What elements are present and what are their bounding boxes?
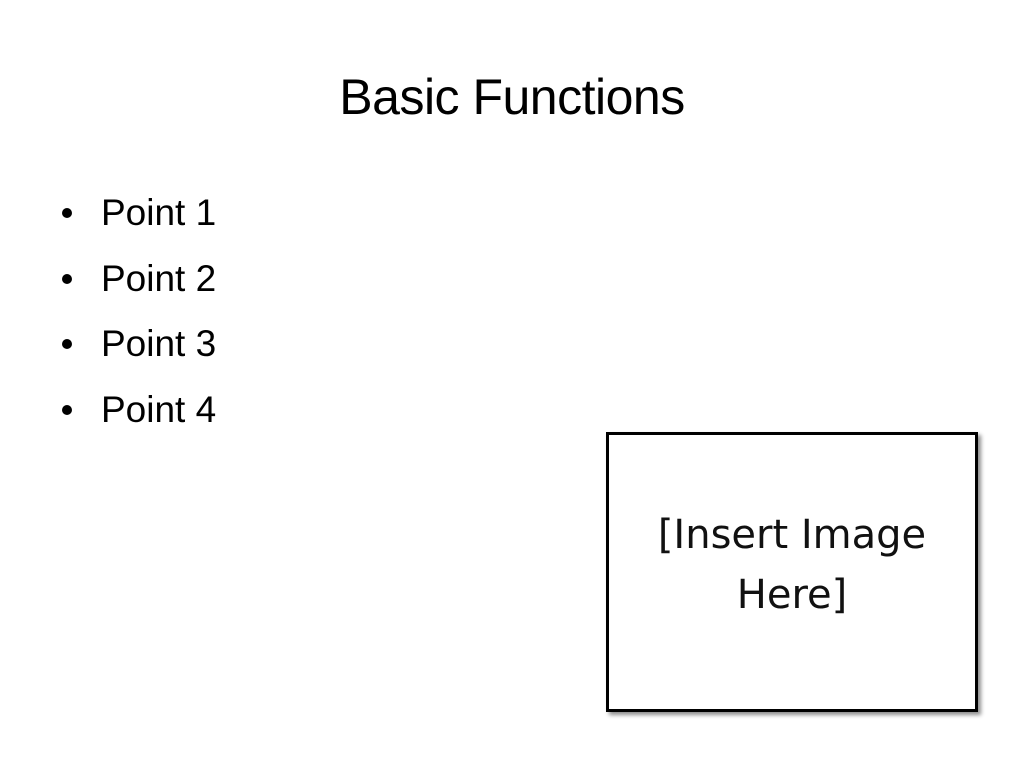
bullet-list: Point 1 Point 2 Point 3 Point 4 bbox=[58, 185, 216, 447]
list-item-label: Point 1 bbox=[101, 192, 217, 233]
list-item: Point 3 bbox=[58, 316, 216, 382]
list-item: Point 4 bbox=[58, 382, 216, 448]
placeholder-line-1: [Insert Image bbox=[657, 512, 927, 558]
image-placeholder[interactable]: [Insert Image Here] bbox=[606, 432, 978, 712]
list-item: Point 1 bbox=[58, 185, 216, 251]
bullet-dot-icon bbox=[62, 339, 72, 349]
slide-title: Basic Functions bbox=[339, 69, 685, 125]
bullet-dot-icon bbox=[62, 404, 72, 415]
bullet-dot-icon bbox=[62, 208, 72, 218]
list-item-label: Point 2 bbox=[101, 257, 217, 299]
bullet-dot-icon bbox=[62, 273, 72, 284]
placeholder-line-2: Here] bbox=[736, 572, 848, 618]
list-item: Point 2 bbox=[58, 251, 216, 317]
list-item-label: Point 3 bbox=[101, 323, 217, 364]
list-item-label: Point 4 bbox=[101, 388, 217, 430]
placeholder-text: [Insert Image Here] bbox=[609, 505, 975, 625]
